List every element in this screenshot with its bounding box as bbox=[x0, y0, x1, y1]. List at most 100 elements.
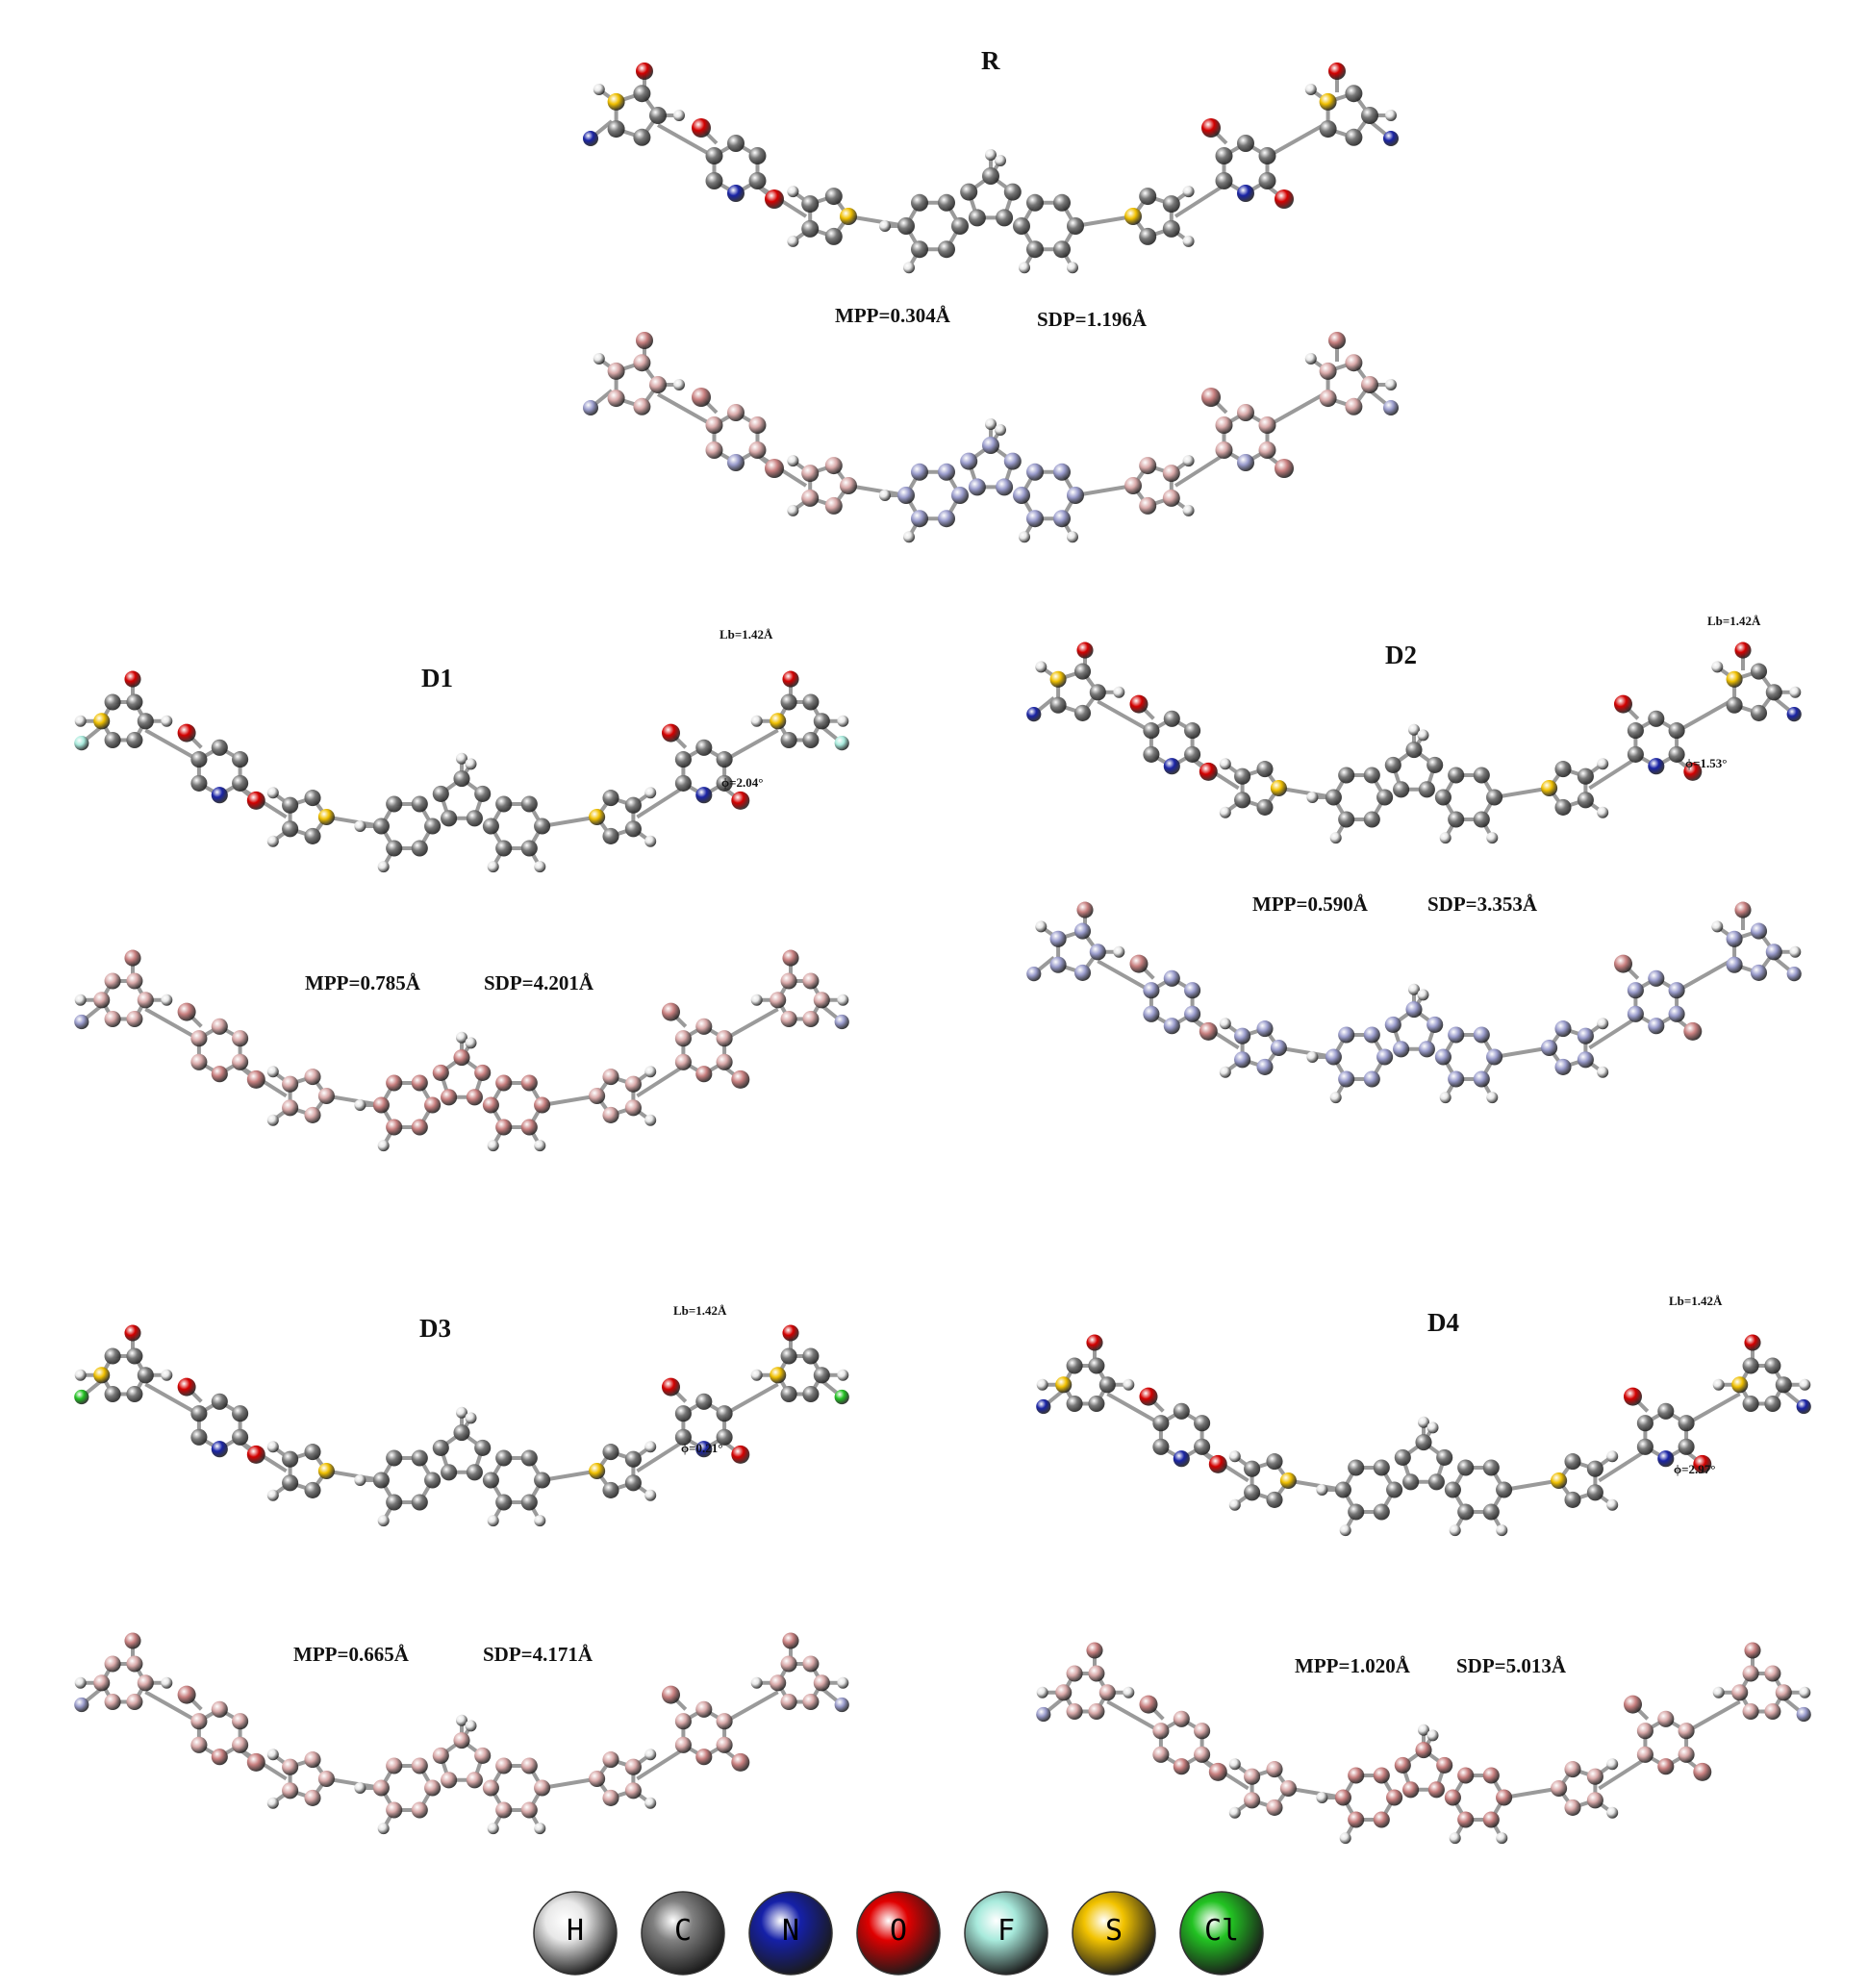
atom bbox=[705, 416, 723, 434]
atom bbox=[1554, 761, 1572, 778]
atom bbox=[824, 188, 843, 206]
atom bbox=[495, 1449, 513, 1467]
hydrogen-atom bbox=[673, 379, 685, 390]
atom bbox=[1361, 376, 1378, 393]
atom bbox=[190, 751, 208, 768]
atom bbox=[1319, 390, 1337, 408]
atom bbox=[1334, 1789, 1351, 1806]
atom bbox=[1482, 1503, 1500, 1521]
atom bbox=[968, 209, 986, 227]
panel-d1-bond-length: Lb=1.42Å bbox=[719, 627, 773, 642]
hydrogen-atom bbox=[534, 861, 546, 873]
atom bbox=[1073, 663, 1092, 680]
atom bbox=[782, 670, 799, 688]
atom bbox=[232, 1053, 249, 1070]
atom bbox=[411, 840, 428, 857]
panel-r-mpp: MPP=0.304Å bbox=[835, 304, 950, 327]
hydrogen-atom bbox=[787, 455, 799, 467]
atom bbox=[104, 972, 121, 990]
hydrogen-atom bbox=[1182, 455, 1195, 467]
panel-d4-dihedral: ϕ=2.97° bbox=[1674, 1462, 1716, 1476]
atom bbox=[801, 219, 820, 238]
atom bbox=[1648, 969, 1665, 987]
atom bbox=[411, 1801, 428, 1819]
atom bbox=[1383, 400, 1399, 415]
panel-d1-sdp: SDP=4.201Å bbox=[484, 971, 594, 994]
panel-d3-sdp: SDP=4.171Å bbox=[483, 1643, 593, 1666]
atom bbox=[1624, 1695, 1642, 1714]
hydrogen-atom bbox=[1486, 832, 1499, 844]
atom bbox=[968, 478, 986, 496]
atom bbox=[1726, 930, 1743, 947]
atom bbox=[495, 840, 513, 857]
hydrogen-atom bbox=[787, 235, 799, 247]
atom bbox=[982, 167, 999, 185]
atom bbox=[1742, 1665, 1759, 1682]
hydrogen-atom bbox=[673, 110, 685, 121]
atom bbox=[636, 63, 653, 80]
atom bbox=[1376, 1048, 1394, 1066]
atom bbox=[1184, 1005, 1201, 1022]
panel-d2-dihedral: ϕ=1.53° bbox=[1685, 756, 1728, 770]
atom bbox=[453, 1424, 470, 1442]
hydrogen-atom bbox=[1339, 1524, 1351, 1537]
bond bbox=[1598, 1759, 1644, 1791]
atom bbox=[1143, 982, 1160, 999]
atom bbox=[1266, 1491, 1283, 1508]
bond bbox=[1097, 699, 1149, 732]
bond bbox=[1494, 786, 1550, 799]
atom bbox=[190, 774, 208, 792]
atom bbox=[1648, 1018, 1665, 1035]
atom bbox=[304, 827, 321, 844]
atom bbox=[1129, 694, 1149, 714]
atom bbox=[695, 739, 713, 756]
hydrogen-atom bbox=[1219, 758, 1231, 770]
atom bbox=[1234, 1027, 1251, 1044]
hydrogen-atom bbox=[787, 504, 799, 516]
atom bbox=[386, 1801, 403, 1819]
hydrogen-atom bbox=[377, 1515, 390, 1527]
atom bbox=[695, 1749, 713, 1766]
atom bbox=[633, 354, 651, 372]
atom bbox=[1201, 118, 1221, 138]
atom bbox=[104, 731, 121, 749]
atom bbox=[1152, 1415, 1170, 1432]
atom bbox=[1383, 131, 1399, 146]
bond bbox=[542, 1094, 597, 1107]
atom bbox=[104, 1010, 121, 1028]
atom bbox=[834, 736, 849, 751]
hydrogen-atom bbox=[1036, 1378, 1048, 1391]
atom bbox=[1577, 768, 1594, 785]
bond bbox=[1598, 1451, 1644, 1483]
hydrogen-atom bbox=[644, 1441, 657, 1453]
atom bbox=[1668, 722, 1685, 740]
atom bbox=[633, 397, 651, 415]
bond bbox=[1270, 392, 1325, 426]
atom bbox=[960, 452, 978, 470]
atom bbox=[1345, 354, 1363, 372]
atom bbox=[897, 217, 915, 235]
atom bbox=[985, 149, 997, 161]
atom bbox=[674, 1053, 692, 1070]
atom bbox=[1796, 1398, 1811, 1415]
atom bbox=[1319, 362, 1337, 380]
atom bbox=[520, 840, 538, 857]
atom bbox=[1693, 1454, 1712, 1473]
atom bbox=[1415, 1434, 1432, 1451]
atom bbox=[1486, 1048, 1503, 1066]
panel-d2-sdp: SDP=3.353Å bbox=[1427, 893, 1538, 916]
hydrogen-atom bbox=[1219, 1066, 1231, 1078]
atom bbox=[372, 1472, 390, 1489]
atom bbox=[1026, 967, 1042, 982]
atom bbox=[770, 1367, 787, 1384]
atom bbox=[1448, 767, 1465, 784]
atom bbox=[1143, 745, 1160, 763]
hydrogen-atom bbox=[1606, 1498, 1619, 1511]
atom bbox=[282, 796, 299, 814]
atom bbox=[137, 1367, 154, 1384]
atom bbox=[1088, 1357, 1105, 1374]
atom bbox=[716, 1713, 733, 1730]
atom bbox=[1726, 956, 1743, 973]
atom bbox=[1199, 1021, 1218, 1041]
atom bbox=[1266, 1761, 1283, 1778]
